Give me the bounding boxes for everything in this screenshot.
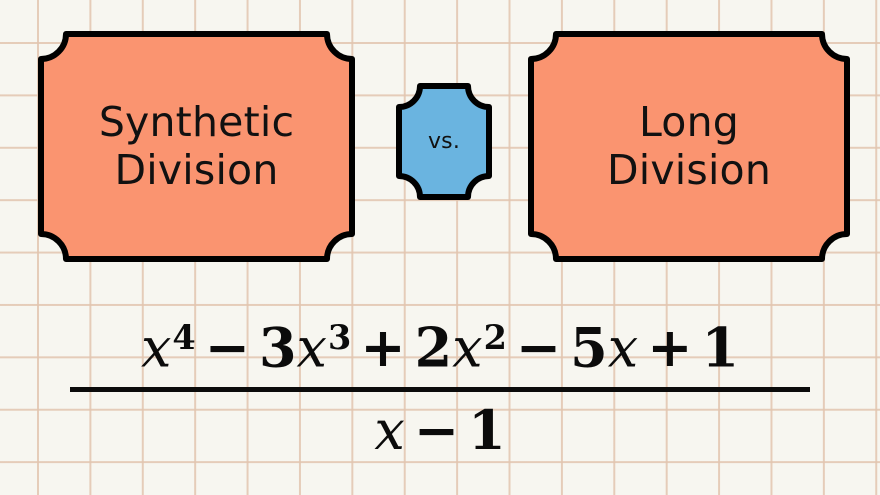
versus-badge-shape [396, 83, 492, 200]
synthetic-division-box-shape [38, 31, 355, 262]
numerator-token-x1: x [140, 316, 172, 380]
synthetic-division-box[interactable]: Synthetic Division [38, 31, 355, 262]
numerator-exponent-2: 2 [483, 318, 507, 357]
numerator-constant-1: 1 [701, 315, 740, 380]
numerator-operator-minus1: − [204, 315, 250, 380]
numerator-exponent-4: 4 [172, 318, 196, 357]
numerator-operator-minus2: − [515, 315, 562, 380]
denominator-constant-1: 1 [468, 398, 506, 462]
fraction-bar [70, 387, 810, 392]
synthetic-division-label: Synthetic Division [98, 98, 295, 194]
fraction-numerator: x4−3x3+2x2−5x+1 [0, 292, 880, 384]
polynomial-fraction: x4−3x3+2x2−5x+1 x−1 [0, 292, 880, 476]
numerator-operator-plus1: + [360, 315, 406, 380]
numerator-coefficient-3: 3 [258, 315, 297, 380]
long-division-box[interactable]: Long Division [528, 31, 850, 262]
numerator-token-x2: x [296, 316, 328, 380]
numerator-token-x4: x [607, 316, 639, 380]
denominator-operator-minus: − [413, 398, 460, 462]
fraction-denominator: x−1 [0, 384, 880, 476]
numerator-coefficient-2: 2 [414, 315, 453, 380]
numerator-exponent-3: 3 [328, 318, 352, 357]
numerator-operator-plus2: + [647, 315, 693, 380]
denominator-token-x: x [374, 399, 405, 462]
long-division-label: Long Division [606, 98, 772, 194]
numerator-token-x3: x [452, 316, 483, 380]
versus-badge[interactable]: vs. [396, 83, 492, 200]
versus-label: vs. [427, 128, 461, 154]
long-division-box-shape [528, 31, 850, 262]
numerator-coefficient-5: 5 [570, 315, 608, 380]
